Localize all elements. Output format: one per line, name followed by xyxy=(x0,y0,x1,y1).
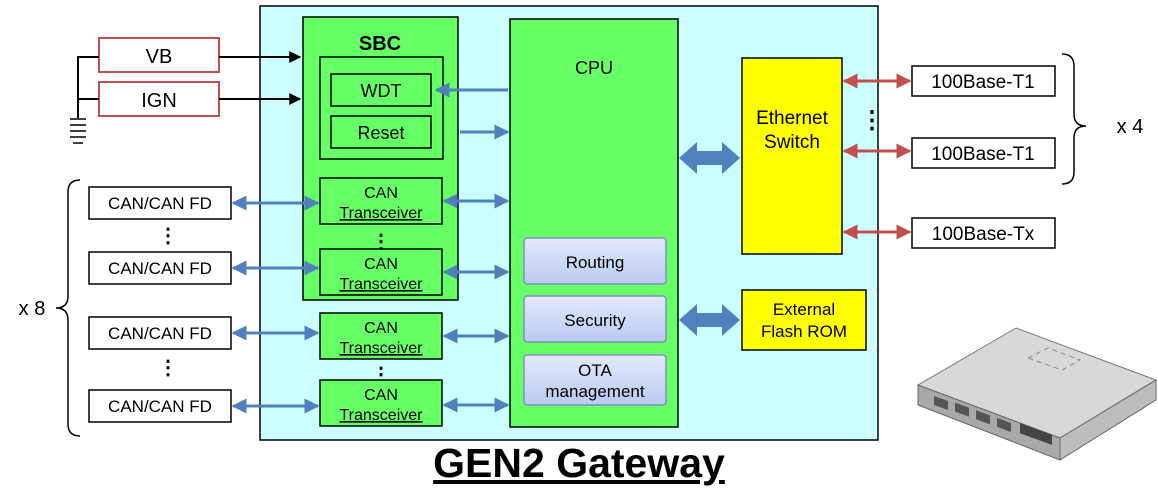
can-transceiver-label-line2: Transceiver xyxy=(340,276,424,293)
can-port-3-label: CAN/CAN FD xyxy=(108,324,212,343)
cpu-title: CPU xyxy=(575,58,613,78)
sbc-can-ellipsis: ⋮ xyxy=(371,231,391,253)
can-port-4 xyxy=(88,389,232,423)
eth-port-3 xyxy=(911,217,1056,249)
vb-label: VB xyxy=(146,46,173,68)
reset-box xyxy=(330,115,432,149)
ign-label: IGN xyxy=(141,90,177,112)
can-port-2 xyxy=(88,251,232,285)
eth-port-2 xyxy=(911,137,1056,169)
can-port-1 xyxy=(88,186,232,220)
eth-multiplier: x 4 xyxy=(1117,116,1144,138)
can-transceiver-label-line2: Transceiver xyxy=(340,407,424,424)
sbc-title: SBC xyxy=(359,33,401,55)
eth-port-1-label: 100Base-T1 xyxy=(931,72,1035,93)
eth-port-2-label: 100Base-T1 xyxy=(931,144,1035,165)
can-transceiver-1: CAN Transceiver xyxy=(319,177,443,225)
can-transceiver-2: CAN Transceiver xyxy=(319,248,443,296)
can-transceiver-label-line1: CAN xyxy=(364,256,398,273)
can-transceiver-3: CAN Transceiver xyxy=(319,312,443,360)
ground-wire xyxy=(77,56,99,118)
flash-rom-block xyxy=(741,289,867,351)
ign-input-box xyxy=(98,81,220,117)
cpu-ethernet-block-arrow xyxy=(679,142,740,174)
ota-label-line2: management xyxy=(545,382,645,401)
can-transceiver-label-line2: Transceiver xyxy=(340,205,424,222)
ethernet-ellipsis: ⋮ xyxy=(860,107,884,134)
reset-label: Reset xyxy=(357,123,404,143)
ota-label-line1: OTA xyxy=(578,361,612,380)
sbc-inner-frame xyxy=(319,56,444,160)
can-brace xyxy=(55,179,81,437)
can-multiplier: x 8 xyxy=(19,298,46,320)
wdt-label: WDT xyxy=(361,81,402,101)
can-transceiver-label-line1: CAN xyxy=(364,320,398,337)
cpu-flash-block-arrow xyxy=(679,304,740,336)
security-label: Security xyxy=(564,311,626,330)
security-box xyxy=(523,295,667,343)
diagram-title: GEN2 Gateway xyxy=(433,440,725,486)
wdt-box xyxy=(330,73,432,107)
ground-icon xyxy=(70,118,86,144)
can-port-2-label: CAN/CAN FD xyxy=(108,259,212,278)
routing-box xyxy=(523,237,667,285)
can-transceiver-4: CAN Transceiver xyxy=(319,379,443,427)
gateway-device-icon xyxy=(916,327,1158,461)
eth-brace xyxy=(1061,53,1087,185)
can-port-ellipsis-lower: ⋮ xyxy=(158,357,178,379)
flash-rom-label-line2: Flash ROM xyxy=(761,322,847,341)
ethernet-switch-label-line2: Switch xyxy=(764,132,820,153)
eth-port-1 xyxy=(911,65,1056,97)
can-transceiver-label-line1: CAN xyxy=(364,387,398,404)
can-transceiver-label-line2: Transceiver xyxy=(340,340,424,357)
can-port-3 xyxy=(88,316,232,350)
can-port-ellipsis-upper: ⋮ xyxy=(158,225,178,247)
flash-rom-label-line1: External xyxy=(773,300,835,319)
ethernet-switch-block xyxy=(741,57,843,255)
vb-input-box xyxy=(98,37,220,73)
eth-port-3-label: 100Base-Tx xyxy=(932,224,1035,245)
ota-management-box xyxy=(523,354,667,406)
ethernet-switch-label-line1: Ethernet xyxy=(756,108,829,129)
can-transceiver-label-line1: CAN xyxy=(364,185,398,202)
can-port-1-label: CAN/CAN FD xyxy=(108,194,212,213)
can-port-4-label: CAN/CAN FD xyxy=(108,397,212,416)
routing-label: Routing xyxy=(566,253,625,272)
